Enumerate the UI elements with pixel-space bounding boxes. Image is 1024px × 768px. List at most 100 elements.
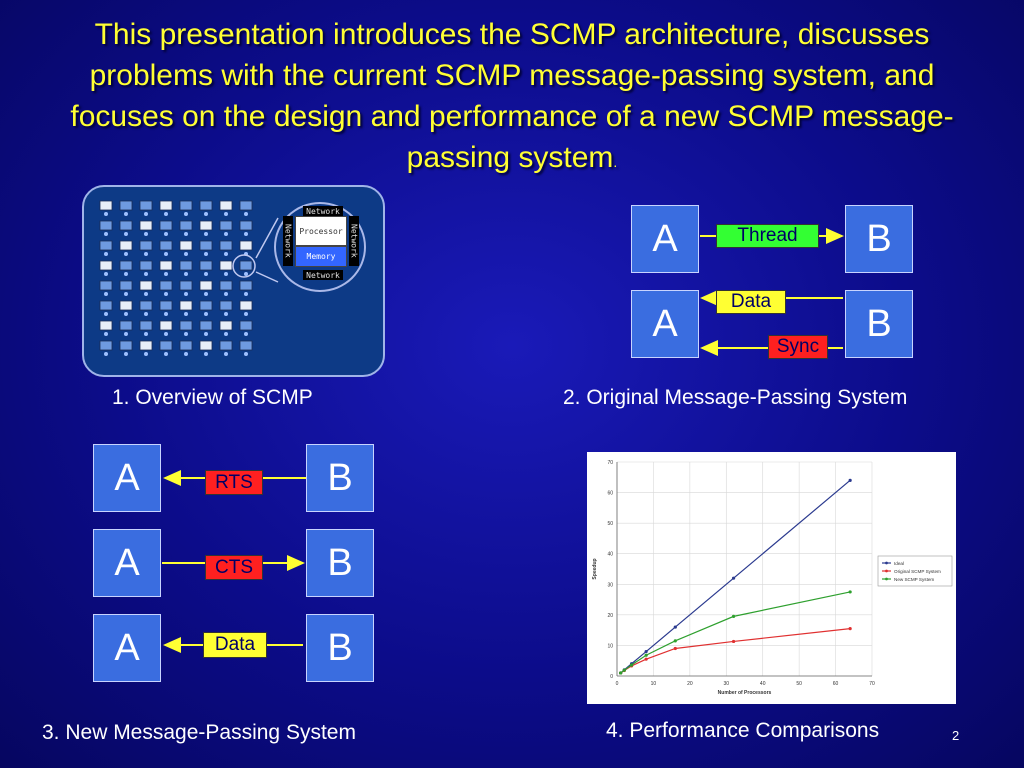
scmp-router — [104, 292, 108, 296]
scmp-node — [239, 260, 253, 271]
legend-label: Original SCMP System — [894, 569, 941, 574]
scmp-node — [119, 220, 133, 231]
scmp-router — [224, 312, 228, 316]
data-label: Data — [716, 290, 786, 314]
scmp-node — [239, 320, 253, 331]
scmp-node — [239, 240, 253, 251]
scmp-node — [219, 280, 233, 291]
scmp-node — [239, 340, 253, 351]
slide-title-text: This presentation introduces the SCMP ar… — [70, 18, 954, 174]
scmp-node — [199, 240, 213, 251]
scmp-node — [199, 300, 213, 311]
panel3-caption: 3. New Message-Passing System — [42, 721, 356, 744]
scmp-node — [139, 240, 153, 251]
scmp-node — [199, 280, 213, 291]
scmp-router — [104, 232, 108, 236]
scmp-router — [204, 352, 208, 356]
scmp-router — [164, 232, 168, 236]
scmp-router — [184, 272, 188, 276]
process-b-box: B — [306, 529, 374, 597]
x-tick-label: 70 — [869, 681, 875, 687]
data-point — [848, 627, 852, 631]
scmp-router — [164, 212, 168, 216]
scmp-node — [139, 260, 153, 271]
scmp-router — [104, 312, 108, 316]
scmp-router — [124, 352, 128, 356]
y-tick-label: 50 — [607, 521, 613, 527]
scmp-node — [179, 340, 193, 351]
scmp-router — [184, 232, 188, 236]
process-b-box: B — [306, 614, 374, 682]
scmp-node — [219, 240, 233, 251]
y-tick-label: 20 — [607, 613, 613, 619]
scmp-router — [144, 312, 148, 316]
scmp-router — [124, 312, 128, 316]
y-tick-label: 0 — [610, 674, 613, 680]
scmp-node — [179, 320, 193, 331]
scmp-node — [119, 320, 133, 331]
x-axis-label: Number of Processors — [718, 690, 772, 696]
scmp-router — [164, 292, 168, 296]
process-b-box: B — [845, 290, 913, 358]
scmp-node — [219, 340, 233, 351]
data-point — [673, 625, 677, 629]
series-line — [620, 479, 851, 674]
scmp-node — [119, 200, 133, 211]
scmp-router — [164, 312, 168, 316]
scmp-node — [139, 320, 153, 331]
legend-marker — [885, 569, 888, 573]
scmp-node — [199, 340, 213, 351]
y-tick-label: 30 — [607, 582, 613, 588]
data-point — [644, 653, 648, 657]
scmp-router — [104, 272, 108, 276]
scmp-node — [99, 280, 113, 291]
scmp-router — [204, 212, 208, 216]
scmp-node — [219, 300, 233, 311]
process-a-box: A — [93, 444, 161, 512]
scmp-router — [244, 352, 248, 356]
slide-title: This presentation introduces the SCMP ar… — [40, 14, 984, 183]
process-b-box: B — [306, 444, 374, 512]
scmp-router — [184, 212, 188, 216]
scmp-router — [224, 272, 228, 276]
data-point — [622, 668, 626, 672]
y-tick-label: 10 — [607, 643, 613, 649]
sync-label: Sync — [768, 335, 828, 359]
scmp-node — [179, 300, 193, 311]
cts-label: CTS — [205, 555, 263, 580]
scmp-router — [144, 232, 148, 236]
data-point — [629, 663, 634, 667]
legend-marker — [885, 577, 888, 581]
x-tick-label: 20 — [687, 681, 693, 687]
scmp-node — [179, 280, 193, 291]
rts-label: RTS — [205, 470, 263, 495]
scmp-router — [244, 212, 248, 216]
scmp-node — [179, 260, 193, 271]
scmp-node — [99, 240, 113, 251]
scmp-node — [219, 200, 233, 211]
scmp-node — [239, 300, 253, 311]
scmp-router — [144, 332, 148, 336]
process-a-box: A — [631, 205, 699, 273]
scmp-router — [184, 292, 188, 296]
scmp-node — [239, 280, 253, 291]
scmp-router — [224, 332, 228, 336]
scmp-node — [139, 280, 153, 291]
process-a-box: A — [93, 529, 161, 597]
scmp-router — [144, 352, 148, 356]
scmp-node — [119, 260, 133, 271]
x-tick-label: 10 — [651, 681, 657, 687]
x-tick-label: 40 — [760, 681, 766, 687]
scmp-router — [124, 212, 128, 216]
scmp-node — [119, 240, 133, 251]
scmp-node — [159, 300, 173, 311]
scmp-node — [139, 200, 153, 211]
scmp-router — [204, 252, 208, 256]
scmp-router — [144, 272, 148, 276]
scmp-router — [184, 252, 188, 256]
scmp-router — [104, 332, 108, 336]
process-a-box: A — [93, 614, 161, 682]
scmp-router — [244, 252, 248, 256]
